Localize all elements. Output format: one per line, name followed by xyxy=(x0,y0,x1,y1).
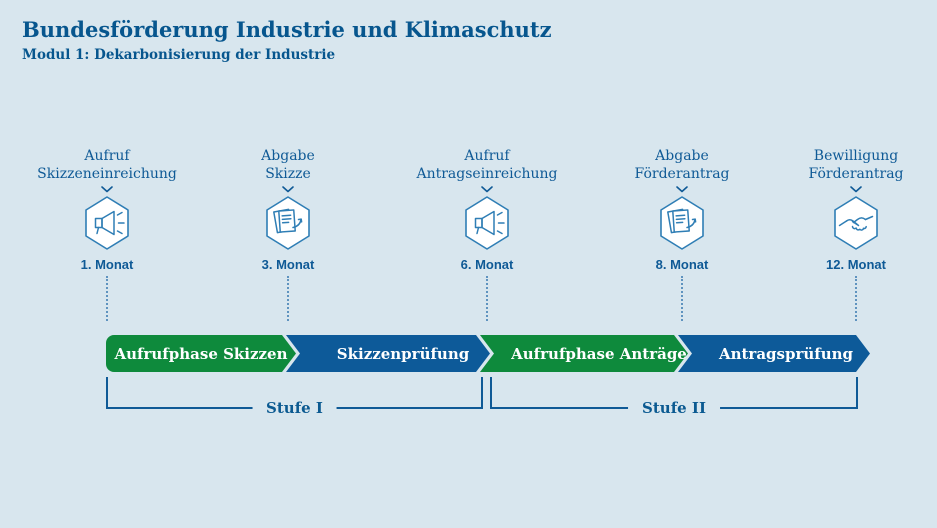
dotted-connector xyxy=(681,276,683,321)
milestone-aufruf-antragseinreichung: Aufruf Antragseinreichung 6. Monat xyxy=(407,148,567,272)
milestone-label: Abgabe Förderantrag xyxy=(635,148,730,183)
dotted-connector xyxy=(287,276,289,321)
milestone-label-line1: Abgabe xyxy=(655,148,709,164)
megaphone-icon xyxy=(85,196,129,250)
milestone-month: 12. Monat xyxy=(826,257,886,272)
milestone-label: Aufruf Skizzeneinreichung xyxy=(37,148,177,183)
phase-label-aufrufphase-antraege: Aufrufphase Anträge xyxy=(511,344,687,363)
document-submit-icon xyxy=(660,196,704,250)
stage-label: Stufe II xyxy=(628,399,720,417)
phase-shape-skizzenpruefung xyxy=(286,335,490,372)
milestone-label: Aufruf Antragseinreichung xyxy=(416,148,557,183)
stage-label: Stufe I xyxy=(252,399,337,417)
chevron-down-icon xyxy=(481,186,493,193)
timeline-bar xyxy=(106,335,870,372)
milestone-aufruf-skizzeneinreichung: Aufruf Skizzeneinreichung 1. Monat xyxy=(27,148,187,272)
milestone-label-line2: Förderantrag xyxy=(808,165,904,182)
phase-shape-aufrufphase-skizzen xyxy=(106,335,296,372)
milestone-label-line1: Abgabe xyxy=(261,148,315,164)
milestone-label: Abgabe Skizze xyxy=(261,148,315,183)
dotted-connector xyxy=(486,276,488,321)
milestone-abgabe-skizze: Abgabe Skizze 3. Monat xyxy=(208,148,368,272)
milestone-label-line2: Skizze xyxy=(265,165,311,182)
page-subtitle: Modul 1: Dekarbonisierung der Industrie xyxy=(22,47,336,63)
milestone-month: 6. Monat xyxy=(460,257,514,272)
phase-shape-aufrufphase-antraege xyxy=(480,335,688,372)
megaphone-icon xyxy=(465,196,509,250)
chevron-down-icon xyxy=(282,186,294,193)
milestone-month: 3. Monat xyxy=(261,257,315,272)
milestone-label-line1: Aufruf xyxy=(464,148,510,164)
handshake-icon xyxy=(834,196,878,250)
phase-label-aufrufphase-skizzen: Aufrufphase Skizzen xyxy=(114,344,288,363)
dotted-connector xyxy=(855,276,857,321)
phase-label-skizzenpruefung: Skizzenprüfung xyxy=(336,344,470,363)
document-submit-icon xyxy=(266,196,310,250)
phase-label-antragspruefung: Antragsprüfung xyxy=(718,344,854,363)
chevron-down-icon xyxy=(676,186,688,193)
milestone-label-line2: Förderantrag xyxy=(634,165,730,182)
milestone-bewilligung-foerderantrag: Bewilligung Förderantrag 12. Monat xyxy=(776,148,936,272)
milestone-label-line1: Bewilligung xyxy=(813,148,899,164)
milestone-label: Bewilligung Förderantrag xyxy=(809,148,904,183)
page-title: Bundesförderung Industrie und Klimaschut… xyxy=(22,17,552,42)
chevron-down-icon xyxy=(101,186,113,193)
phase-shape-antragspruefung xyxy=(678,335,870,372)
milestone-month: 8. Monat xyxy=(655,257,709,272)
chevron-down-icon xyxy=(850,186,862,193)
milestone-abgabe-foerderantrag: Abgabe Förderantrag 8. Monat xyxy=(602,148,762,272)
stage-bracket-stufe-2: Stufe II xyxy=(490,377,858,417)
milestone-label-line2: Skizzeneinreichung xyxy=(37,165,177,182)
milestone-month: 1. Monat xyxy=(80,257,134,272)
milestone-label-line1: Aufruf xyxy=(84,148,130,164)
milestone-label-line2: Antragseinreichung xyxy=(416,165,558,182)
dotted-connector xyxy=(106,276,108,321)
stage-bracket-stufe-1: Stufe I xyxy=(106,377,483,417)
